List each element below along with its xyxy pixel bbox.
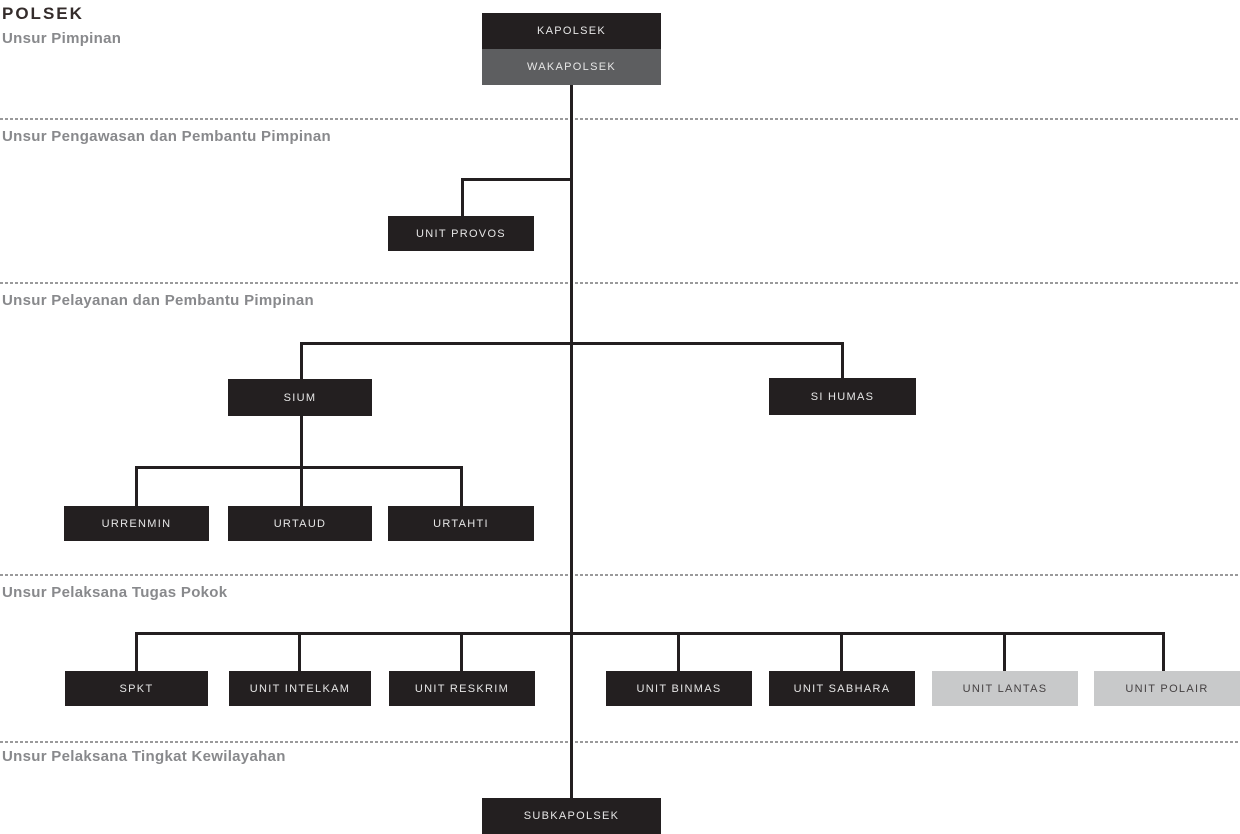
node-sium: SIUM [228,379,372,416]
node-unit-binmas: UNIT BINMAS [606,671,752,706]
connector-binmas-drop [677,632,680,671]
connector-sium-children-stem [300,416,303,468]
connector-provos-horizontal [461,178,573,181]
section-label-unsur-pimpinan: Unsur Pimpinan [2,30,122,47]
connector-spkt-drop [135,632,138,671]
node-urrenmin: URRENMIN [64,506,209,541]
connector-sium-drop [300,342,303,379]
connector-urrenmin-drop [135,466,138,506]
section-divider-3 [0,574,1240,576]
connector-lantas-drop [1003,632,1006,671]
section-label-unsur-pelaksana-tugas-pokok: Unsur Pelaksana Tugas Pokok [2,584,228,601]
connector-urtaud-drop [300,466,303,506]
section-label-unsur-pengawasan: Unsur Pengawasan dan Pembantu Pimpinan [2,128,331,145]
node-unit-polair: UNIT POLAIR [1094,671,1240,706]
connector-main-trunk [570,85,573,798]
page-title: POLSEK [2,4,84,23]
connector-sium-children-bar [135,466,463,469]
connector-intelkam-drop [298,632,301,671]
connector-urtahti-drop [460,466,463,506]
node-spkt: SPKT [65,671,208,706]
node-subkapolsek: SUBKAPOLSEK [482,798,661,834]
section-divider-1 [0,118,1240,120]
node-unit-intelkam: UNIT INTELKAM [229,671,371,706]
section-divider-2 [0,282,1240,284]
section-divider-4 [0,741,1240,743]
node-urtaud: URTAUD [228,506,372,541]
connector-reskrim-drop [460,632,463,671]
node-unit-provos: UNIT PROVOS [388,216,534,251]
connector-services-branch [300,342,844,345]
section-label-unsur-pelaksana-kewilayahan: Unsur Pelaksana Tingkat Kewilayahan [2,748,286,765]
node-wakapolsek: WAKAPOLSEK [482,49,661,85]
node-kapolsek: KAPOLSEK [482,13,661,49]
node-urtahti: URTAHTI [388,506,534,541]
node-unit-reskrim: UNIT RESKRIM [389,671,535,706]
connector-units-bar [135,632,1165,635]
node-si-humas: SI HUMAS [769,378,916,415]
node-unit-lantas: UNIT LANTAS [932,671,1078,706]
connector-polair-drop [1162,632,1165,671]
connector-sihumas-drop [841,342,844,378]
connector-provos-drop [461,178,464,216]
node-unit-sabhara: UNIT SABHARA [769,671,915,706]
section-label-unsur-pelayanan: Unsur Pelayanan dan Pembantu Pimpinan [2,292,315,309]
connector-sabhara-drop [840,632,843,671]
